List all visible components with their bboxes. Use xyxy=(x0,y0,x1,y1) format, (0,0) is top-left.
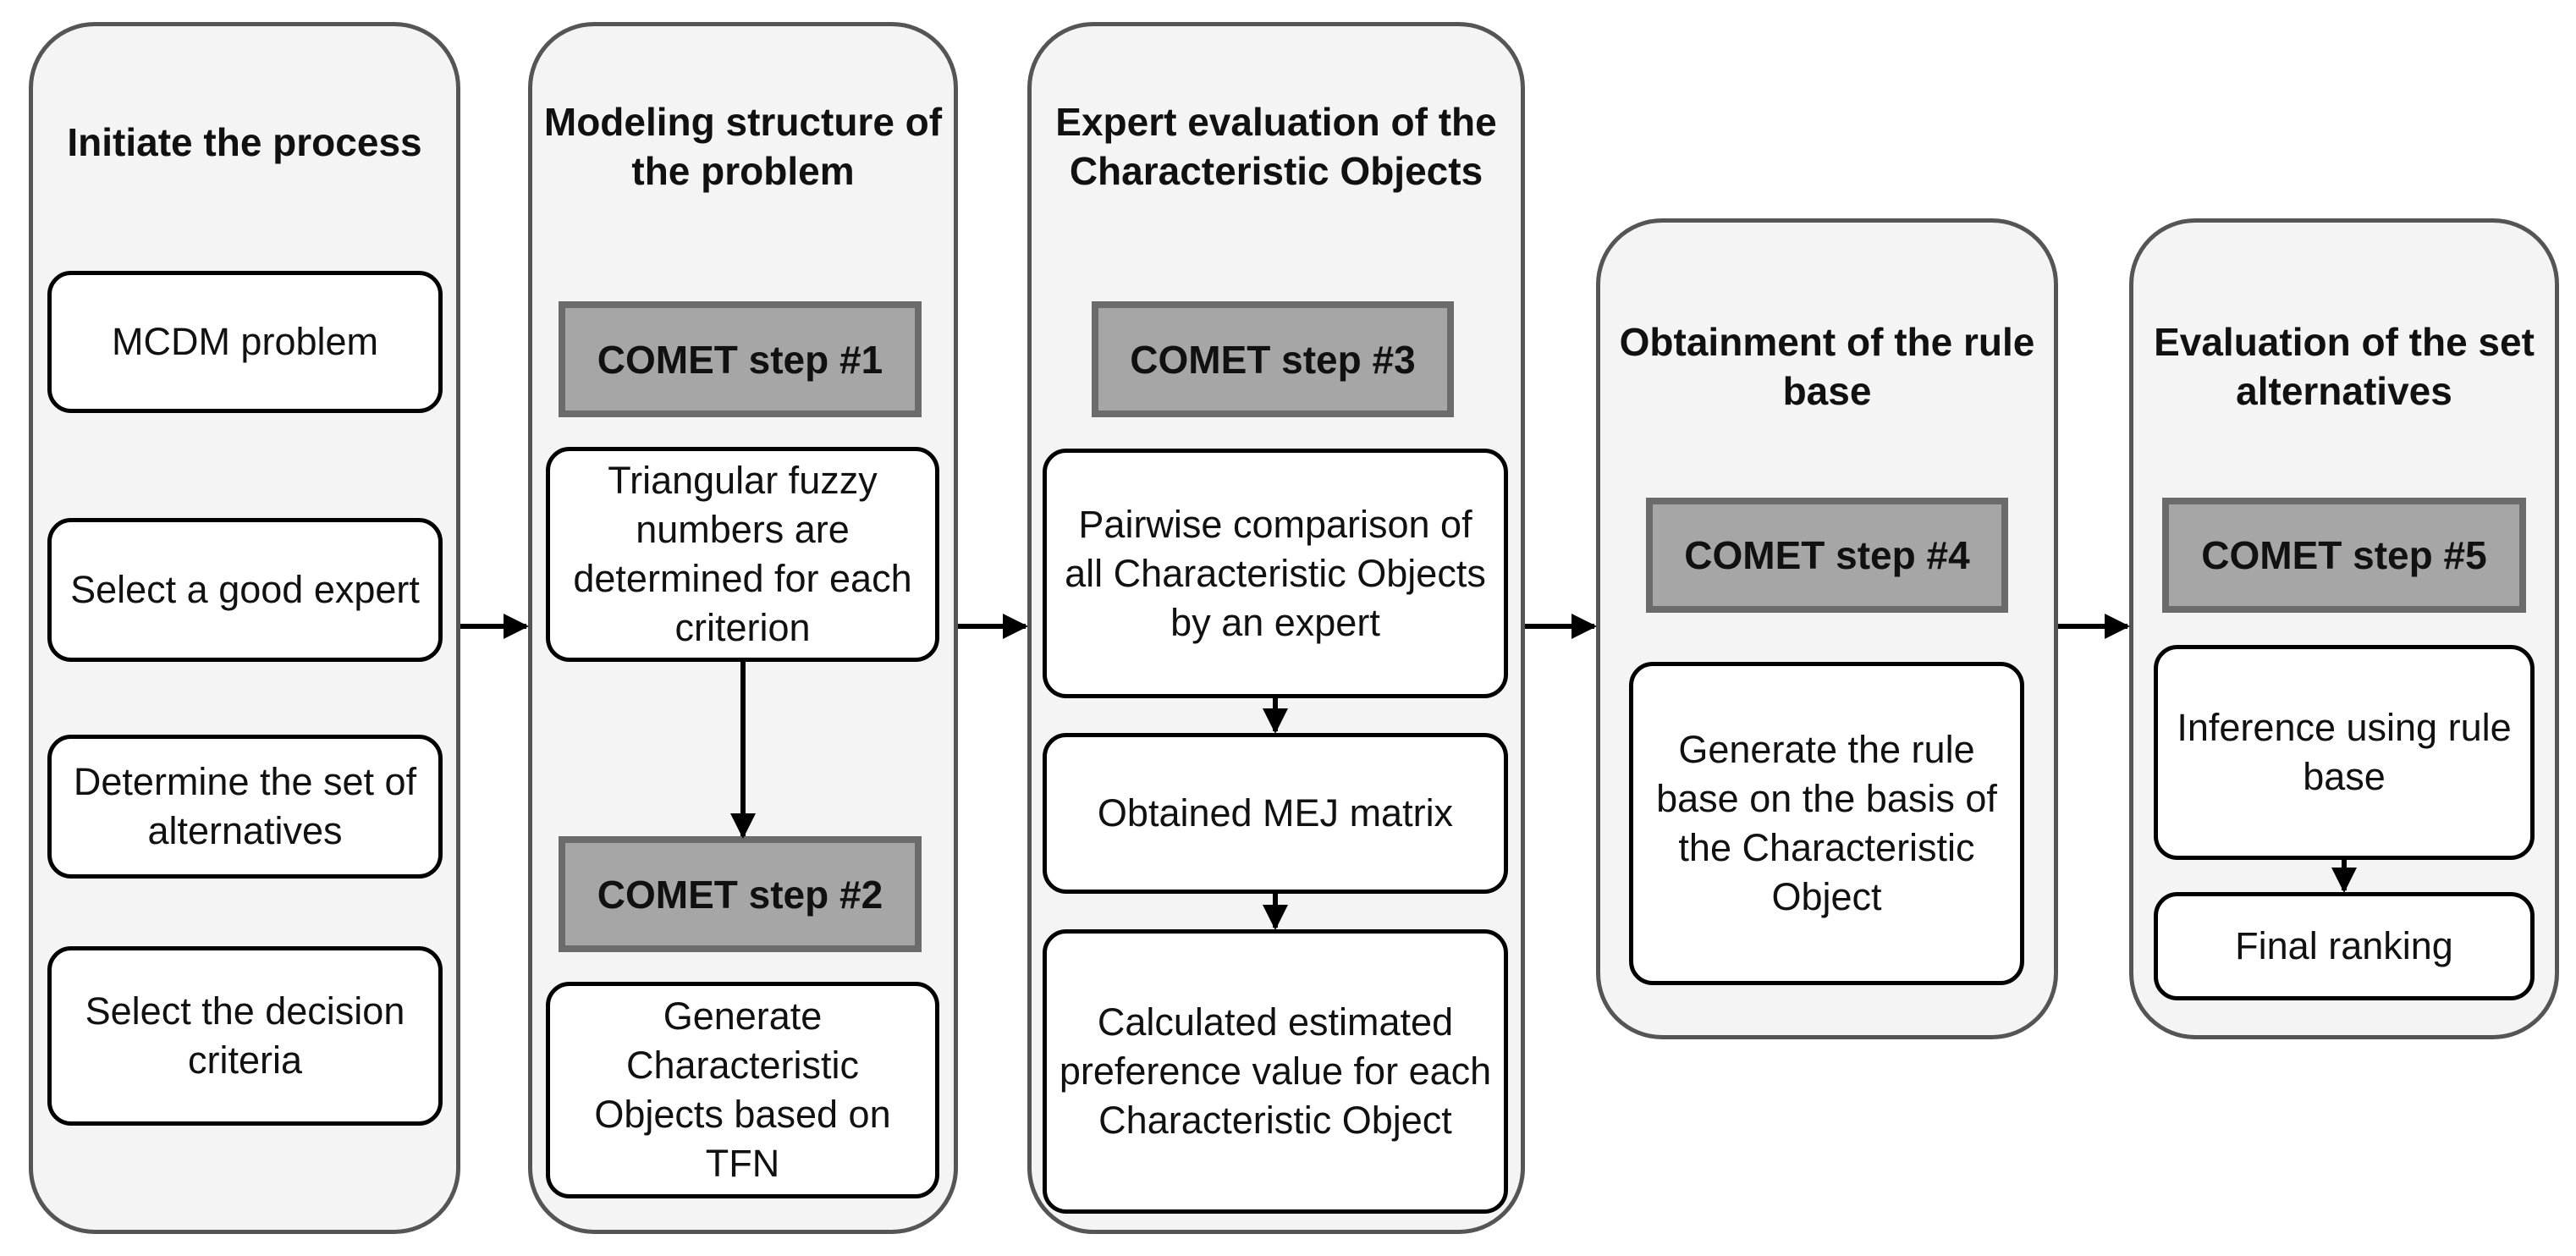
box-label: Generate the rule base on the basis of t… xyxy=(1656,728,1997,918)
inference-rule-base-box: Inference using rule base xyxy=(2154,645,2535,860)
box-label: Pairwise comparison of all Characteristi… xyxy=(1065,502,1486,644)
mej-matrix-box: Obtained MEJ matrix xyxy=(1043,733,1508,894)
final-ranking-box: Final ranking xyxy=(2154,892,2535,1000)
stage-title: Initiate the process xyxy=(67,120,422,164)
comet-step-3-label: COMET step #3 xyxy=(1092,301,1454,417)
box-label: Triangular fuzzy numbers are determined … xyxy=(573,459,912,649)
mcdm-problem-box: MCDM problem xyxy=(47,271,443,413)
box-label: MCDM problem xyxy=(111,320,379,363)
select-criteria-box: Select the decision criteria xyxy=(47,946,443,1126)
stage-title: Modeling structure of the problem xyxy=(543,100,943,193)
triangular-fuzzy-numbers-box: Triangular fuzzy numbers are determined … xyxy=(546,447,939,662)
box-label: Select the decision criteria xyxy=(85,989,405,1082)
pairwise-comparison-box: Pairwise comparison of all Characteristi… xyxy=(1043,449,1508,698)
comet-step-1-label: COMET step #1 xyxy=(559,301,922,417)
stage-title: Obtainment of the rule base xyxy=(1619,320,2035,413)
comet-step-2-label: COMET step #2 xyxy=(559,836,922,952)
determine-alternatives-box: Determine the set of alternatives xyxy=(47,735,443,879)
stage-title: Evaluation of the set alternatives xyxy=(2154,320,2535,413)
box-label: Inference using rule base xyxy=(2177,706,2512,798)
box-label: Determine the set of alternatives xyxy=(73,760,417,852)
comet-step-4-label: COMET step #4 xyxy=(1646,498,2008,613)
preference-value-box: Calculated estimated preference value fo… xyxy=(1043,929,1508,1214)
box-label: Obtained MEJ matrix xyxy=(1097,791,1454,835)
box-label: Select a good expert xyxy=(70,568,420,611)
select-expert-box: Select a good expert xyxy=(47,518,443,662)
comet-step-5-label: COMET step #5 xyxy=(2162,498,2526,613)
box-label: Final ranking xyxy=(2235,924,2453,967)
generate-rule-base-box: Generate the rule base on the basis of t… xyxy=(1629,662,2024,985)
box-label: Generate Characteristic Objects based on… xyxy=(594,994,891,1185)
stage-title: Expert evaluation of the Characteristic … xyxy=(1055,100,1497,193)
box-label: Calculated estimated preference value fo… xyxy=(1059,1000,1492,1142)
generate-characteristic-objects-box: Generate Characteristic Objects based on… xyxy=(546,982,939,1198)
